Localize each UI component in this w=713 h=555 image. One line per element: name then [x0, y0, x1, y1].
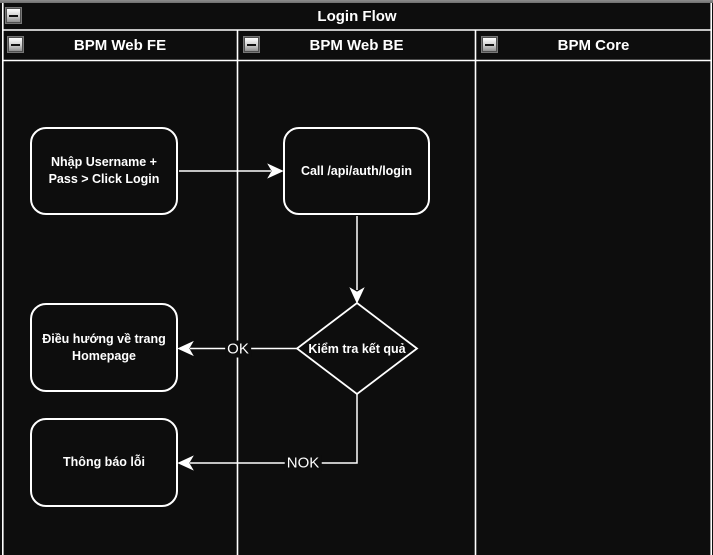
node-check-result-shape[interactable] — [295, 301, 419, 396]
arrowhead — [177, 340, 194, 357]
minus-glyph — [11, 43, 20, 46]
pool-frame — [1, 3, 712, 555]
canvas-top-strip — [0, 0, 713, 3]
collapse-icon[interactable] — [8, 37, 23, 52]
collapse-icon[interactable] — [244, 37, 259, 52]
lane-header-bpm-core[interactable]: BPM Core — [476, 30, 711, 60]
lane-label: BPM Web BE — [309, 36, 404, 54]
edge-label-nok[interactable]: NOK — [284, 454, 322, 472]
lane-label: BPM Web FE — [73, 36, 167, 54]
edge-check-nok-to-error[interactable] — [177, 394, 358, 471]
arrowhead — [349, 287, 365, 304]
minus-glyph — [247, 43, 256, 46]
lane-header-bpm-web-fe[interactable]: BPM Web FE — [3, 30, 237, 60]
node-call-login-api[interactable]: Call /api/auth/login — [283, 127, 430, 215]
edge-label-ok[interactable]: OK — [225, 340, 251, 358]
minus-glyph — [9, 14, 18, 17]
node-show-error[interactable]: Thông báo lỗi — [30, 418, 178, 507]
arrowhead — [177, 455, 194, 471]
node-input-credentials[interactable]: Nhập Username + Pass > Click Login — [30, 127, 178, 215]
edge-call-to-check[interactable] — [349, 216, 365, 304]
node-label: Thông báo lỗi — [63, 455, 145, 470]
minus-glyph — [485, 43, 494, 46]
node-label: Call /api/auth/login — [300, 163, 413, 178]
node-check-result-label: Kiểm tra kết quả — [308, 342, 406, 356]
arrowhead — [267, 163, 284, 179]
collapse-icon[interactable] — [482, 37, 497, 52]
pool-title-bar[interactable]: Login Flow — [3, 3, 711, 30]
lane-header-bpm-web-be[interactable]: BPM Web BE — [238, 30, 475, 60]
lane-label: BPM Core — [557, 36, 630, 54]
node-redirect-homepage[interactable]: Điều hướng về trang Homepage — [30, 303, 178, 392]
edge-input-to-call[interactable] — [179, 163, 284, 179]
node-label: Nhập Username + Pass > Click Login — [48, 155, 160, 186]
node-label: Điều hướng về trang Homepage — [42, 331, 166, 363]
collapse-icon[interactable] — [6, 8, 21, 23]
pool-title: Login Flow — [317, 8, 397, 25]
